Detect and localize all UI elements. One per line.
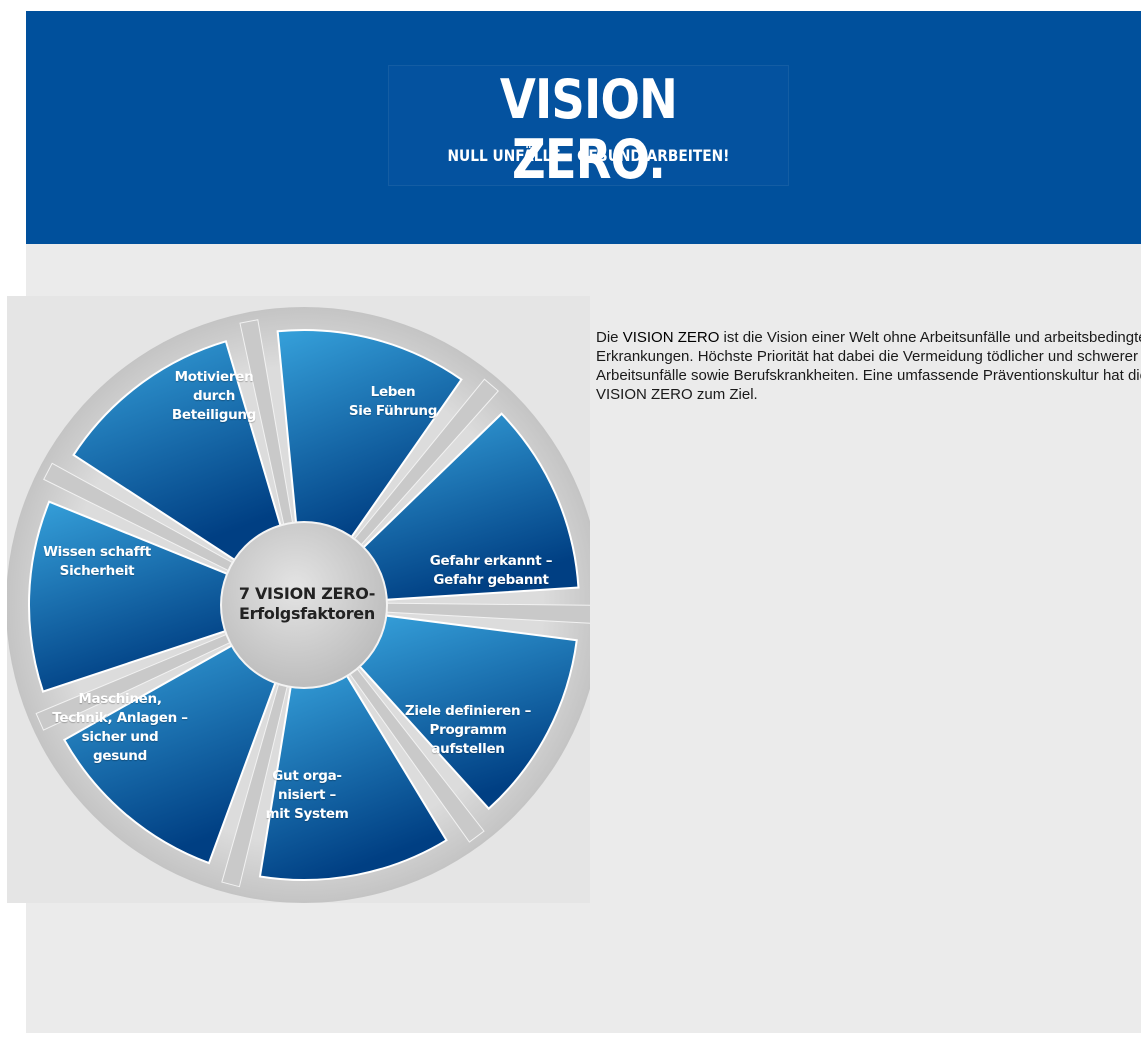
success-factors-wheel	[7, 307, 590, 903]
vision-zero-logo[interactable]: VISION ZERO. NULL UNFÄLLE – GESUND ARBEI…	[389, 66, 788, 190]
segment-label-wissen-schafft-sicherheit: Wissen schafft Sicherheit	[43, 544, 151, 579]
center-label: 7 VISION ZERO- Erfolgsfaktoren	[238, 584, 376, 623]
intro-paragraph: Die VISION ZERO ist die Vision einer Wel…	[596, 328, 1141, 404]
intro-lead-strong: VISION ZERO	[622, 329, 720, 346]
segment-label-leben-sie-fuehrung: Leben Sie Führung	[348, 384, 438, 419]
success-factors-graphic: Leben Sie Führung Gefahr erkannt – Gefah…	[7, 296, 590, 903]
logo-subtitle: NULL UNFÄLLE – GESUND ARBEITEN!	[447, 146, 730, 165]
segment-label-maschinen-technik: Maschinen, Technik, Anlagen – sicher und…	[52, 691, 188, 764]
logo-title: VISION ZERO.	[499, 68, 678, 191]
header-banner: VISION ZERO. NULL UNFÄLLE – GESUND ARBEI…	[26, 11, 1141, 244]
segment-label-gut-organisiert: Gut orga- nisiert – mit System	[265, 768, 349, 822]
wheel-segments	[28, 329, 580, 881]
segment-label-gefahr-erkannt: Gefahr erkannt – Gefahr gebannt	[429, 553, 553, 588]
intro-lead-prefix: Die	[596, 329, 623, 346]
wheel-hub	[220, 521, 388, 689]
segment-label-ziele-definieren: Ziele definieren – Programm aufstellen	[404, 703, 532, 757]
intro-body: ist die Vision einer Welt ohne Arbeitsun…	[596, 329, 1141, 403]
segment-label-motivieren: Motivieren durch Beteiligung	[171, 369, 257, 423]
